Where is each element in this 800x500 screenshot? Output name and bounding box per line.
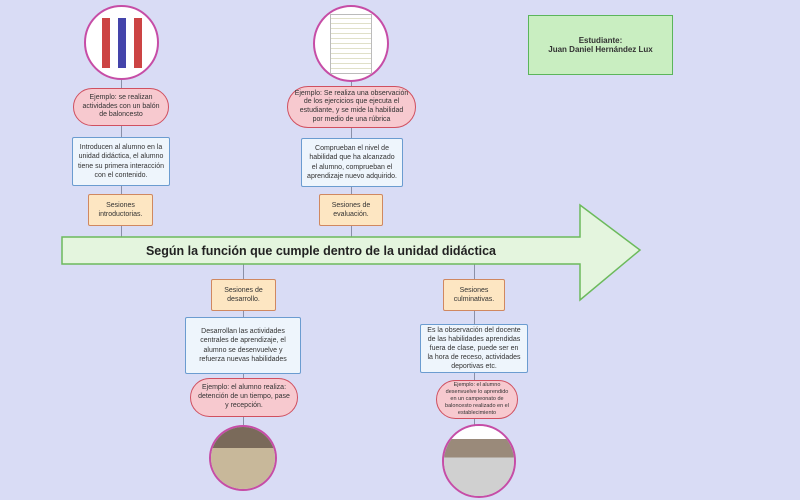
session-box: Sesiones culminativas. <box>443 279 505 311</box>
session-box: Sesiones de evaluación. <box>319 194 383 226</box>
description-box: Introducen al alumno en la unidad didáct… <box>72 137 170 186</box>
players-image <box>209 425 277 491</box>
basketball-image <box>84 5 159 80</box>
example-bubble: Ejemplo: se realizan actividades con un … <box>73 88 169 126</box>
rubric-image <box>313 5 389 82</box>
session-box: Sesiones de desarrollo. <box>211 279 276 311</box>
student-box: Estudiante: Juan Daniel Hernández Lux <box>528 15 673 75</box>
description-box: Es la observación del docente de las hab… <box>420 324 528 373</box>
description-box: Comprueban el nivel de habilidad que ha … <box>301 138 403 187</box>
example-bubble: Ejemplo: el alumno realiza: detención de… <box>190 378 298 417</box>
student-label: Estudiante: <box>578 36 623 45</box>
example-bubble: Ejemplo: el alumno desenvuelve lo aprend… <box>436 380 518 419</box>
student-name: Juan Daniel Hernández Lux <box>548 45 653 54</box>
description-box: Desarrollan las actividades centrales de… <box>185 317 301 374</box>
example-bubble: Ejemplo: Se realiza una observación de l… <box>287 86 416 128</box>
diagram-title: Según la función que cumple dentro de la… <box>145 243 497 258</box>
session-box: Sesiones introductorias. <box>88 194 153 226</box>
championship-image <box>442 424 516 498</box>
